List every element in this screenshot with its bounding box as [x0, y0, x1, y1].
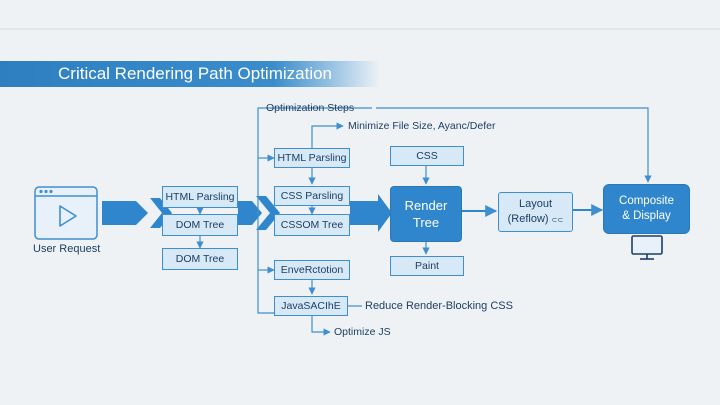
- user-request-label: User Request: [33, 243, 101, 255]
- layout-suffix: ⊂⊂: [551, 216, 564, 224]
- layout-line2: (Reflow): [507, 212, 549, 225]
- render-tree-line2: Tree: [412, 215, 440, 230]
- paint-box: Paint: [390, 256, 464, 276]
- reduce-note: Reduce Render-Blocking CSS: [365, 300, 513, 312]
- render-tree-box: Render Tree: [390, 186, 462, 242]
- composite-line1: Composite: [619, 195, 674, 207]
- left-stack-dom-tree-2: DOM Tree: [162, 248, 238, 270]
- flow-arrow-3: [350, 194, 392, 232]
- layout-line2-row: (Reflow) ⊂⊂: [508, 212, 564, 228]
- step-env-rctotion: EnveRctotion: [274, 260, 350, 280]
- flow-arrow-1: [102, 201, 148, 225]
- page-title: Critical Rendering Path Optimization: [58, 64, 333, 83]
- title-banner: [0, 61, 380, 87]
- step-html-parsing: HTML Parsling: [274, 148, 350, 168]
- composite-line2: & Display: [622, 210, 671, 222]
- left-stack-html-parsing: HTML Parsling: [162, 186, 238, 208]
- steps-bracket-top: [257, 107, 372, 314]
- monitor-icon: [631, 235, 663, 260]
- left-stack-dom-tree: DOM Tree: [162, 214, 238, 236]
- step-css-parsing: CSS Parsling: [274, 186, 350, 206]
- chevron-2: [256, 196, 280, 230]
- optimize-js-note: Optimize JS: [334, 326, 391, 338]
- render-tree-line1: Render: [404, 198, 448, 213]
- flow-arrow-2: [238, 201, 262, 225]
- optimize-js-connector: [311, 316, 331, 336]
- layout-box: Layout (Reflow) ⊂⊂: [498, 192, 573, 232]
- minimize-connector: [311, 122, 344, 148]
- feedback-connector: [376, 107, 652, 183]
- optimization-steps-header: Optimization Steps: [266, 102, 355, 114]
- composite-display-box: Composite & Display: [603, 184, 690, 234]
- render-css-box: CSS: [390, 146, 464, 166]
- layout-line1: Layout: [518, 197, 553, 210]
- minimize-note: Minimize File Size, Ayanc/Defer: [348, 120, 496, 132]
- step-cssom-tree: CSSOM Tree: [274, 214, 350, 236]
- chevron-1: [150, 198, 172, 228]
- step-javascript: JavaSACIhE: [274, 296, 348, 316]
- browser-play-icon: [34, 186, 98, 240]
